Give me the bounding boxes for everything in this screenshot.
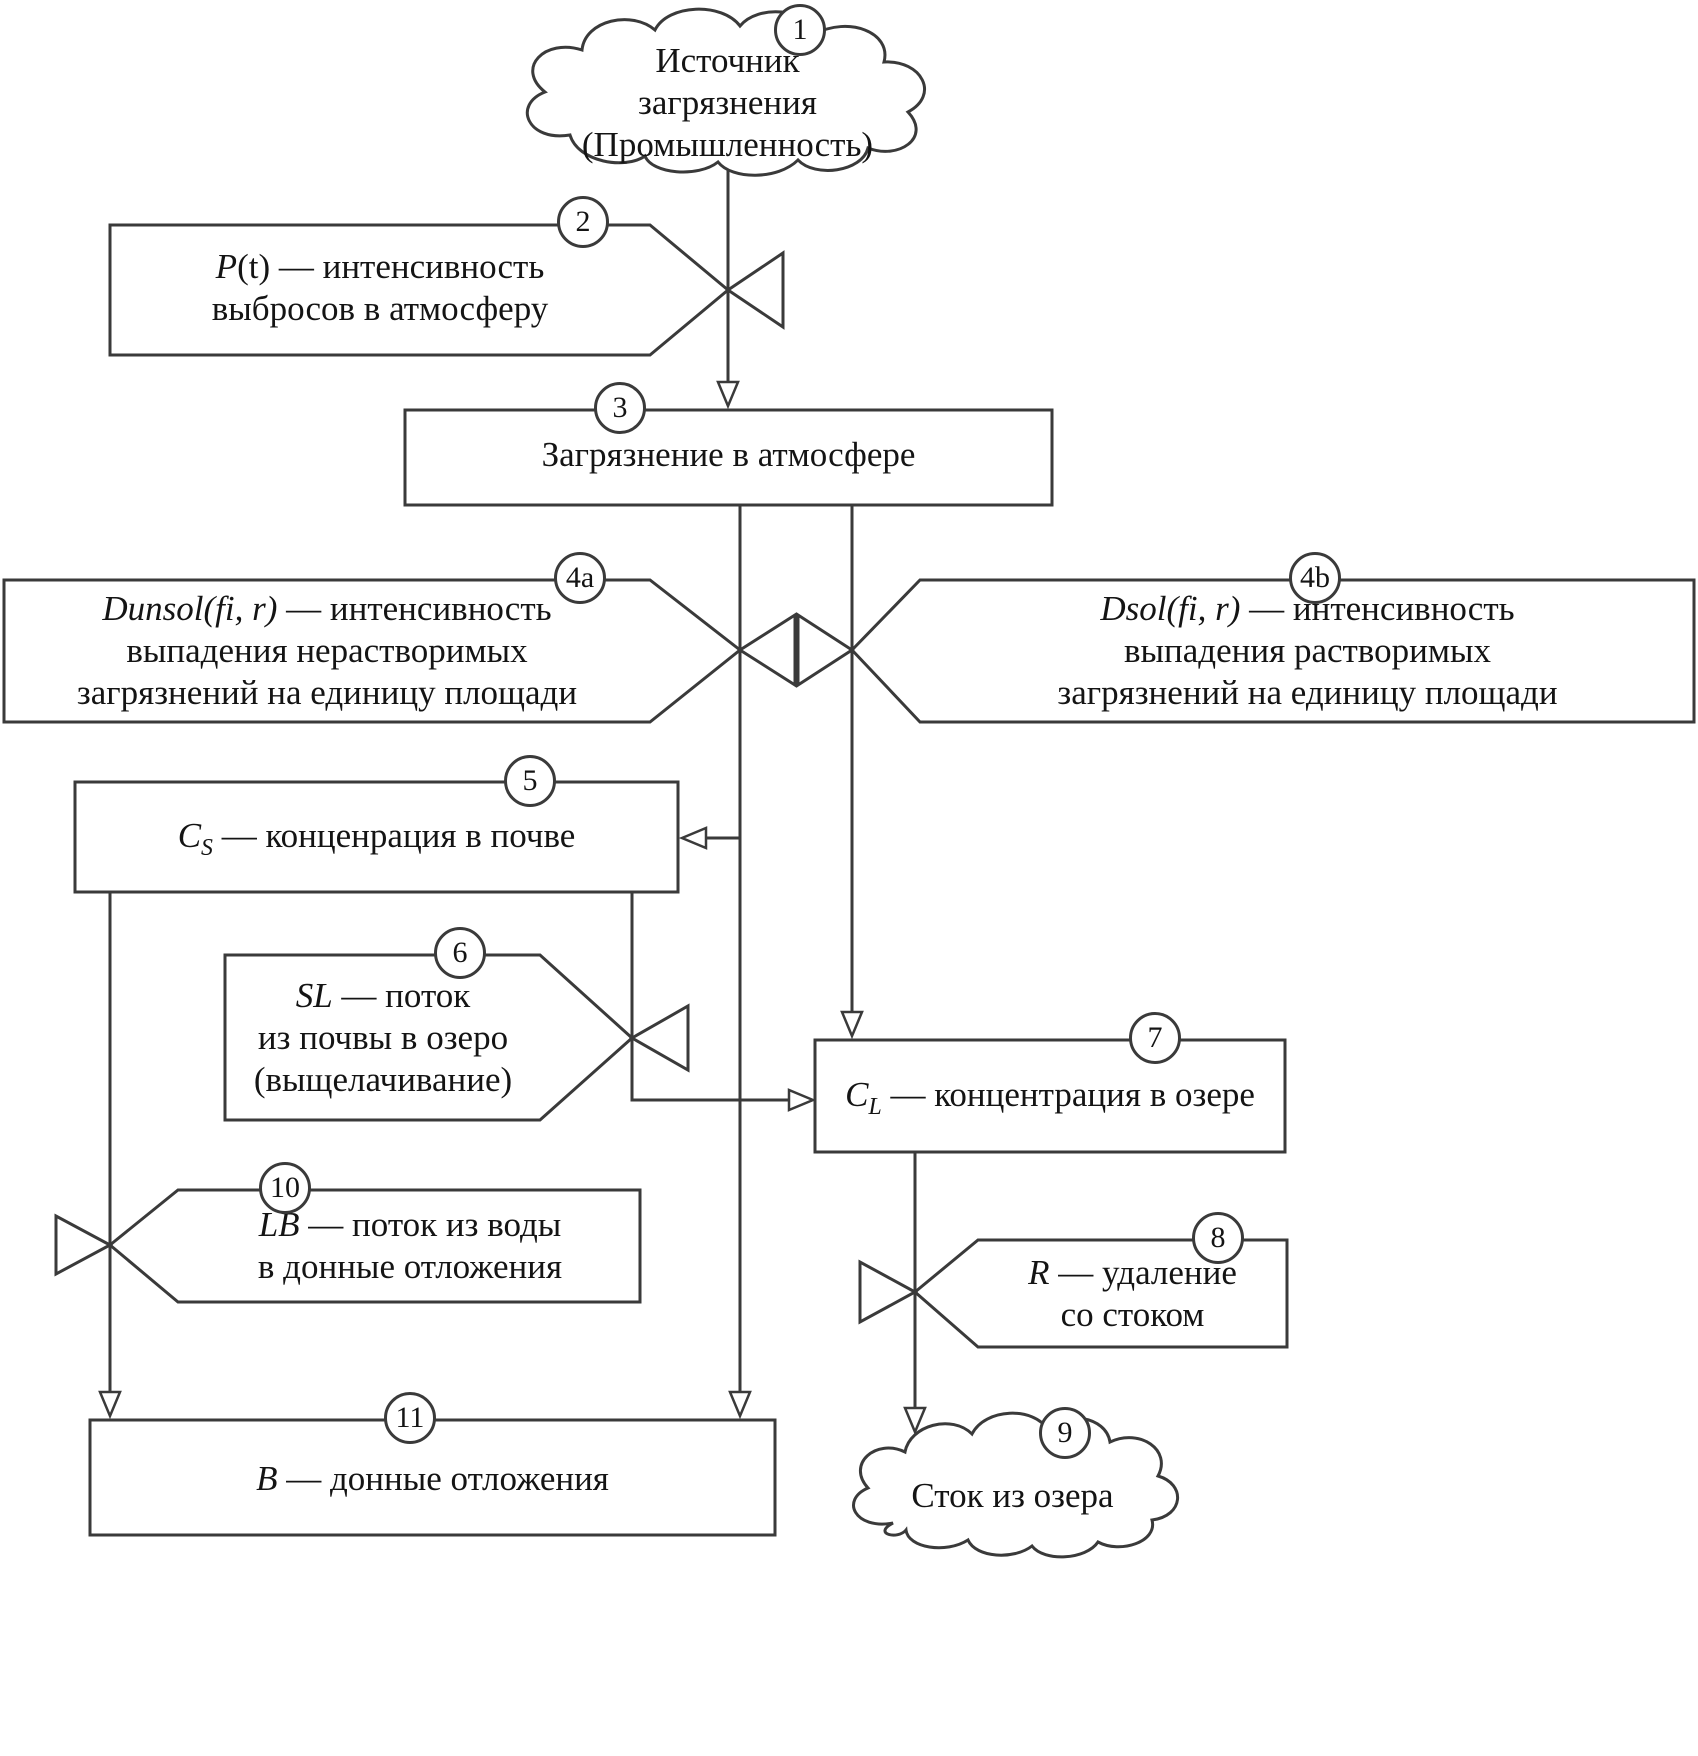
flow-p-label: P(t) — интенсивность выбросов в атмосфер… bbox=[211, 247, 549, 328]
arrowhead-into-lake-left bbox=[787, 1088, 817, 1112]
arrowhead-into-soil bbox=[678, 826, 708, 850]
flow-sl-valve-triangle bbox=[628, 1003, 690, 1073]
outflow-cloud-label: Сток из озера bbox=[911, 1476, 1114, 1515]
arrowhead-into-lake-top bbox=[840, 1010, 864, 1040]
flow-sl-box bbox=[223, 953, 635, 1122]
source-cloud-label: Источник загрязнения (Промышленность) bbox=[581, 41, 874, 164]
arrowhead-into-sediment-left bbox=[98, 1390, 122, 1420]
badge-8: 8 bbox=[1192, 1212, 1244, 1264]
badge-10: 10 bbox=[259, 1162, 311, 1214]
atmosphere-label: Загрязнение в атмосфере bbox=[541, 435, 916, 474]
flow-dunsol-box bbox=[2, 578, 743, 724]
flow-r-box bbox=[912, 1238, 1289, 1349]
flow-dsol-box bbox=[849, 578, 1696, 724]
badge-6: 6 bbox=[434, 927, 486, 979]
badge-7: 7 bbox=[1129, 1012, 1181, 1064]
arrowhead-into-atmosphere bbox=[716, 380, 740, 410]
flow-dunsol-label: Dunsol(fi, r) — интенсивность выпадения … bbox=[76, 589, 578, 712]
badge-11: 11 bbox=[384, 1392, 436, 1444]
soil-label: CS — конценрация в почве bbox=[177, 816, 576, 861]
flow-lb-box bbox=[107, 1188, 642, 1304]
badge-1: 1 bbox=[774, 4, 826, 56]
badge-3: 3 bbox=[594, 382, 646, 434]
flow-dunsol-valve-triangle bbox=[737, 612, 797, 688]
flow-r-label: R — удаление со стоком bbox=[1028, 1253, 1237, 1334]
source-cloud-shape bbox=[525, 7, 927, 177]
flow-dsol-valve-triangle bbox=[796, 612, 855, 688]
flow-lb-valve-triangle bbox=[54, 1213, 114, 1277]
arrowhead-into-sediment-right bbox=[728, 1390, 752, 1420]
badge-5: 5 bbox=[504, 755, 556, 807]
outflow-cloud-shape bbox=[852, 1411, 1179, 1559]
lake-label: CL — концентрация в озере bbox=[845, 1075, 1255, 1120]
flow-r-valve-triangle bbox=[858, 1259, 919, 1325]
lake-box bbox=[813, 1038, 1287, 1154]
badge-9: 9 bbox=[1039, 1407, 1091, 1459]
atmosphere-box bbox=[403, 408, 1054, 507]
badge-2: 2 bbox=[557, 196, 609, 248]
edge-soil-to-lake bbox=[630, 892, 789, 1102]
badge-4b: 4b bbox=[1289, 552, 1341, 604]
flow-dsol-label: Dsol(fi, r) — интенсивность выпадения ра… bbox=[1057, 589, 1558, 712]
arrowhead-into-outflow bbox=[903, 1406, 927, 1436]
flow-p-valve-triangle bbox=[725, 250, 785, 330]
flow-sl-label: SL — поток из почвы в озеро (выщелачиван… bbox=[253, 976, 513, 1099]
flow-lb-label: LB — поток из воды в донные отложения bbox=[257, 1205, 563, 1286]
soil-box bbox=[73, 780, 680, 894]
sediment-box bbox=[88, 1418, 777, 1537]
sediment-label: B — донные отложения bbox=[256, 1459, 609, 1498]
badge-4a: 4a bbox=[554, 552, 606, 604]
